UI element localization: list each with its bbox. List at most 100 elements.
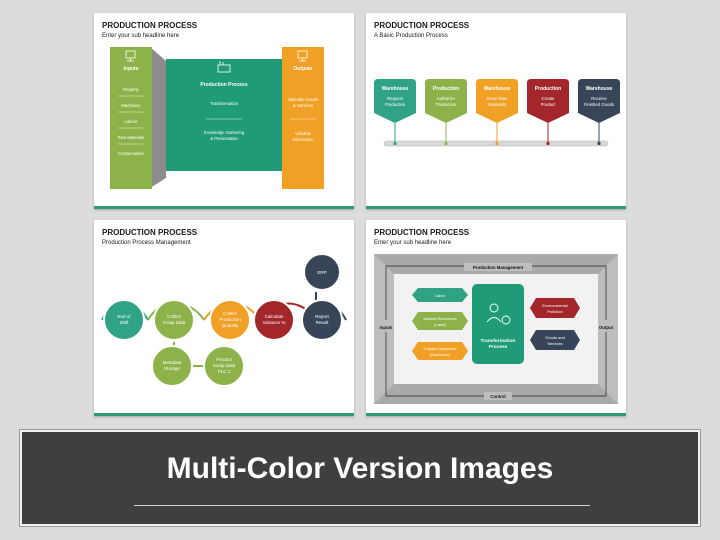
- svg-text:Warehouse: Warehouse: [484, 86, 511, 92]
- basic-process-diagram: WarehouseRequestProductionProductionAuth…: [374, 71, 620, 147]
- svg-text:Shift: Shift: [119, 320, 129, 325]
- svg-text:Pollution: Pollution: [547, 309, 562, 314]
- outputs-column: [282, 47, 324, 189]
- svg-text:Create: Create: [542, 96, 556, 101]
- svg-text:End of: End of: [117, 314, 131, 319]
- building-icon: [543, 71, 553, 79]
- svg-text:Variance %: Variance %: [263, 320, 286, 325]
- slide-subtitle: Production Process Management: [102, 240, 191, 246]
- inputs-heading: Inputs: [124, 66, 139, 72]
- slide-title: PRODUCTION PROCESS: [374, 21, 470, 30]
- input-item: Raw Materials: [118, 135, 145, 140]
- svg-text:Collect: Collect: [167, 314, 182, 319]
- frame-label-bottom: Control: [490, 394, 505, 399]
- output-item: & Services: [293, 103, 313, 108]
- input-item: Labour: [124, 119, 138, 124]
- node-metadata-storage: Metadata Storage: [151, 345, 193, 387]
- process-item: Knowledge Gathering: [204, 130, 245, 135]
- node-collect-scrap-data: Collect Scrap Data: [153, 299, 195, 341]
- svg-text:Request: Request: [387, 96, 404, 101]
- input-natural-resources: [412, 312, 468, 330]
- svg-text:Services: Services: [547, 341, 562, 346]
- building-icon: [492, 71, 502, 79]
- node-collect-production-quantity: Collect Production Quantity: [209, 299, 251, 341]
- svg-text:Collect: Collect: [223, 311, 238, 316]
- output-goods-and-services: [530, 330, 580, 350]
- input-capital-equipment: [412, 342, 468, 360]
- svg-text:PLC 1: PLC 1: [218, 369, 231, 374]
- output-item: Saleable Goods: [288, 97, 318, 102]
- output-item: Valuable: [295, 131, 312, 136]
- svg-text:Product: Product: [541, 102, 557, 107]
- svg-text:Capital Equipment: Capital Equipment: [424, 346, 458, 351]
- svg-text:Product: Product: [216, 357, 232, 362]
- node-report-result: Report Result: [301, 299, 343, 341]
- svg-text:Quantity: Quantity: [222, 323, 240, 328]
- frame-label-left: Inputs: [380, 325, 393, 330]
- svg-text:Transformation: Transformation: [481, 338, 516, 344]
- slide-subtitle: Enter your sub headline here: [102, 33, 180, 39]
- svg-text:Finished Goods: Finished Goods: [584, 102, 614, 107]
- svg-text:Goods and: Goods and: [545, 335, 565, 340]
- svg-text:Environmental: Environmental: [542, 303, 568, 308]
- input-item: Machinery: [121, 103, 141, 108]
- svg-text:Result: Result: [316, 320, 330, 325]
- input-item: Property: [123, 87, 140, 92]
- slide-title: PRODUCTION PROCESS: [102, 228, 198, 237]
- left-fold-panel: [150, 47, 166, 188]
- slide-title: PRODUCTION PROCESS: [374, 228, 470, 237]
- output-environmental-pollution: [530, 298, 580, 318]
- svg-text:ERP: ERP: [317, 270, 326, 275]
- slide-title: PRODUCTION PROCESS: [102, 21, 198, 30]
- version-banner: Multi-Color Version Images: [19, 429, 701, 527]
- banner-underline: [134, 505, 590, 506]
- node-calculate-variance: Calculate Variance %: [253, 299, 295, 341]
- svg-text:Warehouse: Warehouse: [382, 86, 409, 92]
- svg-text:Metadata: Metadata: [163, 360, 182, 365]
- svg-text:Materials: Materials: [488, 102, 505, 107]
- worker-gear-icon: [486, 303, 511, 325]
- transformation-process-diagram: Production Management Control Inputs Out…: [374, 254, 618, 404]
- factory-icon: [217, 61, 231, 73]
- svg-text:Authorize: Authorize: [437, 96, 456, 101]
- svg-text:Labor: Labor: [435, 293, 446, 298]
- process-item: Transformation: [210, 101, 239, 106]
- slide-subtitle: A Basic Production Process: [374, 33, 448, 39]
- banner-title: Multi-Color Version Images: [166, 452, 554, 485]
- svg-text:Storage: Storage: [164, 366, 180, 371]
- svg-text:Receive: Receive: [591, 96, 607, 101]
- svg-text:Production: Production: [535, 86, 561, 92]
- frame-label-right: Output: [599, 325, 614, 330]
- outputs-heading: Outputs: [293, 66, 312, 72]
- process-heading: Production Process: [200, 82, 247, 88]
- input-item: Consumables: [118, 151, 144, 156]
- slide-subtitle: Enter your sub headline here: [374, 240, 452, 246]
- svg-text:Scrap Data: Scrap Data: [163, 320, 186, 325]
- thumbnail-slide-2[interactable]: PRODUCTION PROCESS A Basic Production Pr…: [366, 13, 626, 209]
- transformation-box: [472, 284, 524, 364]
- svg-text:Calculate: Calculate: [265, 314, 284, 319]
- process-panel: [166, 59, 282, 171]
- node-product-scrap-data: Product Scrap Data PLC 1: [203, 345, 245, 387]
- svg-text:Warehouse: Warehouse: [586, 86, 613, 92]
- production-process-diagram: Inputs Property Machinery Labour Raw Mat…: [110, 47, 324, 189]
- monitor-icon: [297, 50, 308, 62]
- thumbnail-slide-1[interactable]: PRODUCTION PROCESS Enter your sub headli…: [94, 13, 354, 209]
- node-erp: ERP: [303, 253, 341, 291]
- input-labor: [412, 288, 468, 302]
- svg-text:Production: Production: [436, 102, 457, 107]
- svg-text:Production: Production: [433, 86, 459, 92]
- process-management-diagram: End of Shift Collect Scrap Data Collect …: [101, 253, 347, 387]
- thumbnail-slide-3[interactable]: PRODUCTION PROCESS Production Process Ma…: [94, 220, 354, 416]
- node-end-of-shift: End of Shift: [103, 299, 145, 341]
- thumbnail-slide-4[interactable]: PRODUCTION PROCESS Enter your sub headli…: [366, 220, 626, 416]
- monitor-icon: [125, 50, 136, 62]
- building-icon: [390, 71, 400, 79]
- svg-text:Production: Production: [219, 317, 241, 322]
- svg-text:(Land): (Land): [434, 322, 446, 327]
